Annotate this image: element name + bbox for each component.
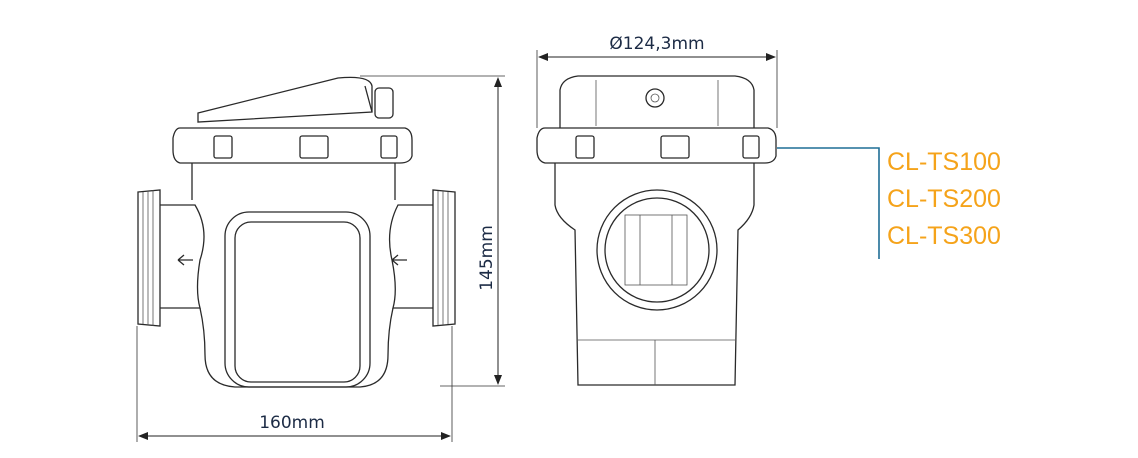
leader-line xyxy=(777,147,880,259)
front-view xyxy=(536,75,777,386)
diameter-label: Ø124,3mm xyxy=(609,34,704,54)
model-label: CL-TS300 xyxy=(887,222,1001,250)
side-view xyxy=(137,76,456,388)
model-label: CL-TS200 xyxy=(887,185,1001,213)
width-dimension xyxy=(136,326,453,442)
width-label: 160mm xyxy=(259,413,325,433)
height-label: 145mm xyxy=(477,225,497,291)
height-dimension xyxy=(360,75,505,387)
model-label: CL-TS100 xyxy=(887,148,1001,176)
diameter-dimension xyxy=(536,50,778,128)
